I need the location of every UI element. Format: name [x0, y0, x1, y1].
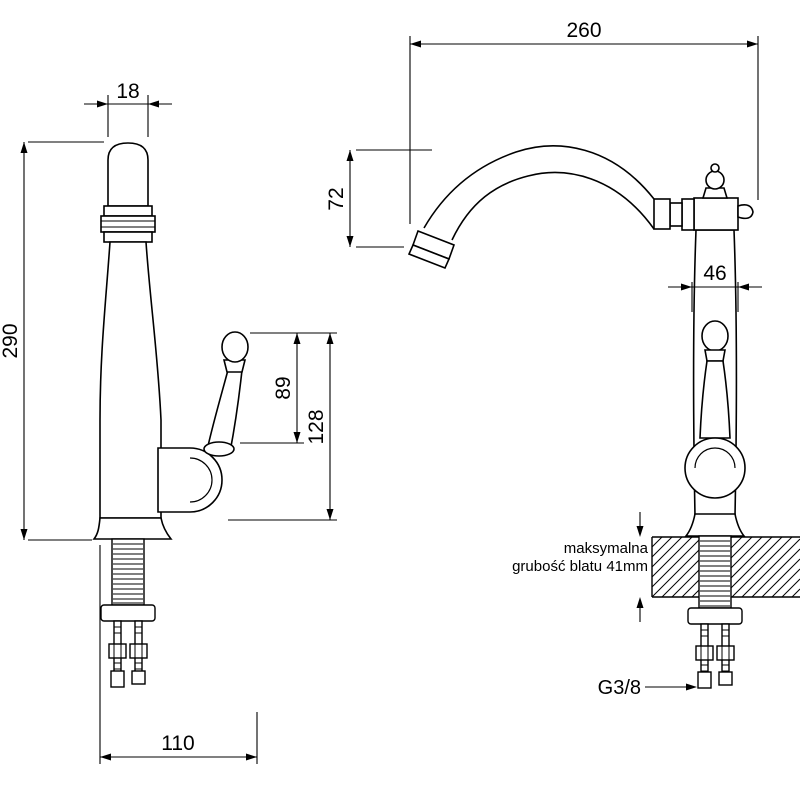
arrowhead	[686, 683, 697, 691]
label-290: 290	[0, 323, 22, 358]
arrowhead	[97, 100, 108, 108]
dim-body-diameter	[668, 282, 762, 312]
arrowhead	[100, 753, 111, 761]
side-nut-left	[695, 645, 714, 661]
front-mounting-plate	[100, 604, 156, 622]
side-spout-top-curve	[423, 145, 655, 229]
side-cap-tip	[710, 163, 720, 173]
arrowhead	[246, 753, 257, 761]
side-spout-bottom-curve	[451, 171, 655, 241]
dim-overall-height	[20, 141, 104, 541]
dim-spout-reach	[409, 36, 759, 224]
label-counter-note-line1: maksymalna	[564, 540, 649, 557]
label-18: 18	[116, 80, 139, 103]
arrowhead	[681, 283, 692, 291]
arrowhead	[738, 283, 749, 291]
side-nut-facets	[700, 646, 730, 660]
side-handle-pivot	[684, 437, 746, 499]
dimension-labels: 18 290 89 128 110 260 72 46 maksymalna g…	[0, 19, 727, 755]
side-spout-ring-3	[653, 198, 671, 230]
front-body	[99, 241, 162, 519]
front-handle-grip	[207, 369, 243, 453]
dimensions	[20, 36, 762, 764]
arrowhead	[636, 526, 644, 537]
arrowhead	[326, 509, 334, 520]
side-mounting-hardware	[687, 535, 743, 689]
label-72: 72	[325, 187, 348, 210]
side-cap-ball	[705, 170, 725, 190]
front-spout-ring-lower	[103, 231, 153, 243]
arrowhead	[20, 142, 28, 153]
front-stud-threads	[114, 626, 142, 670]
front-nut-right	[129, 643, 148, 659]
side-view-faucet	[407, 145, 754, 537]
side-stud-threads	[701, 629, 729, 672]
dim-thread-leader	[645, 683, 697, 691]
side-spout-ring-2	[669, 202, 683, 227]
dim-footprint-depth	[99, 545, 258, 764]
side-handle-pivot-arc	[694, 447, 736, 469]
arrowhead	[326, 333, 334, 344]
front-stud-cap-left	[110, 670, 125, 688]
front-view-faucet	[92, 142, 249, 540]
arrowhead	[148, 100, 159, 108]
front-stud-cap-right	[131, 670, 146, 685]
front-base	[92, 517, 173, 540]
arrowhead	[293, 432, 301, 443]
front-handle-knob	[221, 331, 249, 363]
front-nut-facets	[113, 644, 143, 658]
dim-counter-thickness	[636, 512, 644, 622]
side-nut-right	[716, 645, 735, 661]
side-acorn-knob	[737, 204, 754, 220]
side-handle-knob	[701, 320, 729, 352]
arrowhead	[636, 597, 644, 608]
side-stud-cap-right	[718, 671, 733, 686]
side-mounting-plate	[687, 607, 743, 625]
label-counter-note-line2: grubość blatu 41mm	[512, 558, 648, 575]
front-nut-left	[108, 643, 127, 659]
front-aerator-band	[100, 215, 156, 233]
arrowhead	[747, 40, 758, 48]
label-128: 128	[305, 409, 328, 444]
front-handle-grip-collar	[203, 441, 235, 457]
side-thread-connector-g38	[697, 671, 712, 689]
side-threaded-shank	[698, 535, 732, 609]
arrowhead	[346, 236, 354, 247]
label-46: 46	[703, 262, 726, 285]
front-shank-threads	[113, 543, 143, 604]
arrowhead	[293, 333, 301, 344]
side-spout-aerator-cap	[407, 243, 451, 270]
dim-spout-clearance	[346, 149, 432, 248]
side-spout-ring-1	[681, 198, 695, 231]
arrowhead	[410, 40, 421, 48]
side-cap-collar	[701, 187, 729, 199]
front-handle-mount	[157, 447, 223, 513]
dim-spout-tip-width	[84, 95, 172, 137]
front-spout-ring-upper	[103, 205, 153, 217]
side-handle-collar	[704, 349, 726, 362]
side-shank-threads	[700, 540, 730, 607]
front-handle-mount-arc	[189, 457, 213, 503]
label-110: 110	[161, 732, 194, 755]
arrowhead	[346, 150, 354, 161]
front-mounting-hardware	[100, 538, 156, 688]
dim-handle-drops	[228, 332, 337, 521]
front-spout-tip	[107, 142, 149, 207]
side-base	[684, 513, 746, 537]
arrowhead	[20, 529, 28, 540]
label-260: 260	[566, 19, 601, 42]
side-body-top-block	[693, 197, 739, 231]
label-89: 89	[272, 376, 295, 399]
label-g38: G3/8	[598, 677, 641, 699]
side-handle-grip	[699, 360, 731, 439]
